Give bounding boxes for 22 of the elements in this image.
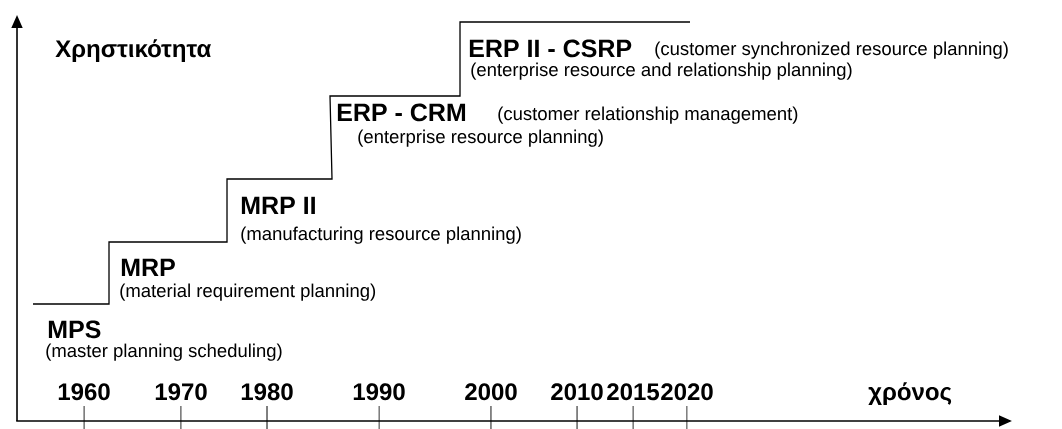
year-label: 1990 [353,383,405,401]
year-label: 1980 [241,383,293,401]
stage-description: (manufacturing resource planning) [241,226,521,244]
stage-name: MRP [121,258,175,276]
stage-description: (customer synchronized resource planning) [655,41,1008,59]
axis-title: χρόνος [868,382,952,405]
year-label: 2020 [661,383,713,401]
stage-name: MRP II [241,196,315,214]
stage-description: (master planning scheduling) [46,343,282,361]
stage-description: (enterprise resource and relationship planning) [471,62,852,80]
year-label: 2000 [465,383,517,401]
stage-description: (material requirement planning) [120,283,376,301]
stage-name: MPS [48,320,101,339]
year-label: 1970 [155,383,207,401]
stage-description: (customer relationship management) [498,106,798,124]
stage-description: (enterprise resource planning) [358,129,603,147]
stage-name: ERP - CRM [337,103,466,122]
axis-title: Χρηστικότητα [55,39,212,62]
year-label: 2010 [551,383,603,401]
stage-name: ERP II - CSRP [469,39,632,58]
year-label: 2015 [607,383,659,401]
year-label: 1960 [58,383,110,401]
